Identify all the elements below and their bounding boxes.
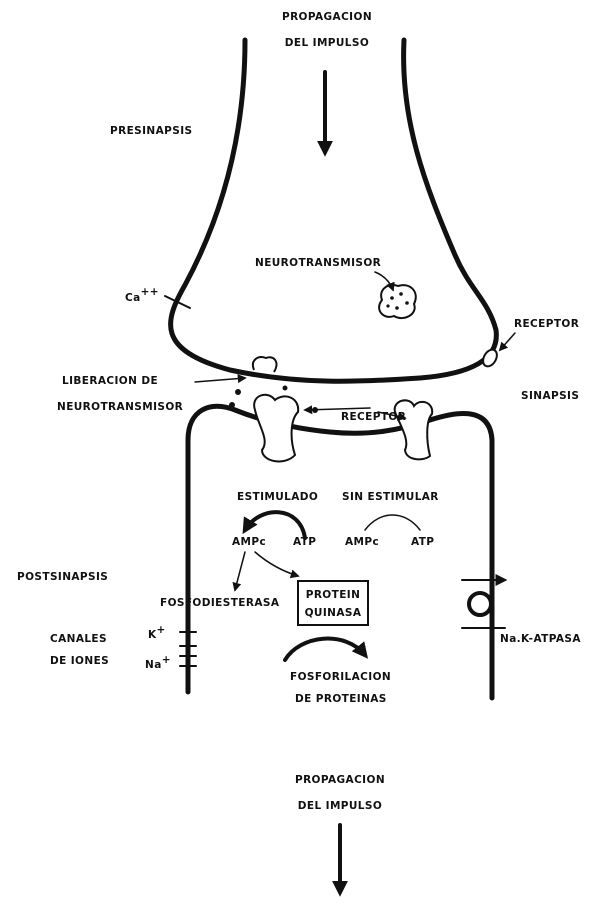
liberacion-label-line2: NEUROTRANSMISOR xyxy=(57,401,183,413)
liberacion-label-line1: LIBERACION DE xyxy=(62,375,158,387)
estimulado-label: ESTIMULADO xyxy=(237,491,318,503)
postsinapsis-label: POSTSINAPSIS xyxy=(17,571,108,583)
canales-label-line2: DE IONES xyxy=(50,655,109,667)
presynaptic-membrane xyxy=(171,40,497,381)
na-k-atpase-pump xyxy=(469,593,491,615)
sodium-label: Na+ xyxy=(145,654,171,671)
neurotransmitter-vesicle xyxy=(379,285,416,318)
presinapsis-label: PRESINAPSIS xyxy=(110,125,192,137)
stimulated-receptor xyxy=(254,395,298,462)
potassium-label: K+ xyxy=(148,624,166,641)
receptor-right-label: RECEPTOR xyxy=(514,318,579,330)
canales-label-line1: CANALES xyxy=(50,633,107,645)
phosphorylation-arrow xyxy=(285,639,365,660)
sinapsis-label: SINAPSIS xyxy=(521,390,579,402)
protein-label: PROTEIN xyxy=(306,589,361,601)
ampc-left-label: AMPc xyxy=(232,536,266,548)
fosforilacion-label-line1: FOSFORILACION xyxy=(290,671,391,683)
calcium-label: Ca++ xyxy=(125,286,159,304)
receptor-center-label: RECEPTOR xyxy=(341,411,406,423)
fosfodiesterasa-label: FOSFODIESTERASA xyxy=(160,597,280,609)
quinasa-label: QUINASA xyxy=(305,607,362,619)
postsynaptic-membrane xyxy=(188,406,492,698)
atp-left-label: ATP xyxy=(293,536,316,548)
ampc-right-label: AMPc xyxy=(345,536,379,548)
top-title-line2: DEL IMPULSO xyxy=(285,37,369,49)
fosforilacion-label-line2: DE PROTEINAS xyxy=(295,693,387,705)
na-k-atpasa-label: Na.K-ATPASA xyxy=(500,633,581,645)
presynaptic-receptor xyxy=(480,347,499,369)
bottom-title-line2: DEL IMPULSO xyxy=(298,800,382,812)
top-title-line1: PROPAGACION xyxy=(282,11,372,23)
atp-right-label: ATP xyxy=(411,536,434,548)
fusing-vesicle xyxy=(253,357,277,372)
bottom-title-line1: PROPAGACION xyxy=(295,774,385,786)
sin-estimular-label: SIN ESTIMULAR xyxy=(342,491,439,503)
neurotransmisor-label: NEUROTRANSMISOR xyxy=(255,257,381,269)
atp-to-ampc-arrow xyxy=(245,512,305,538)
